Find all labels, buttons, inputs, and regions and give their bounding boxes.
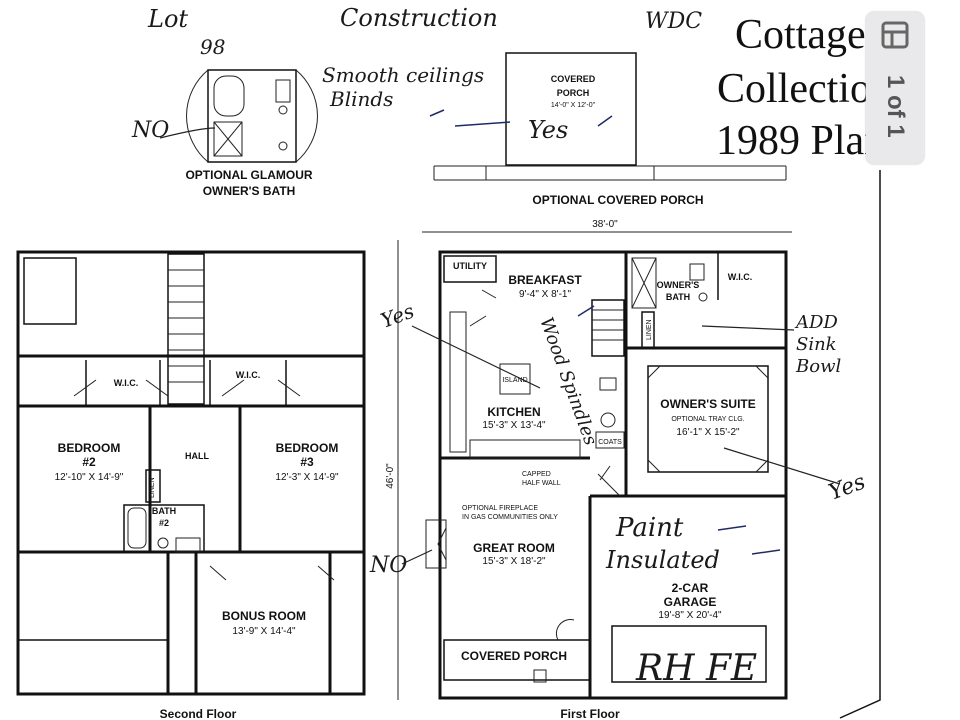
note-lot-number: 98 — [200, 35, 225, 59]
note-initials: WDC — [645, 9, 702, 34]
ff-half-wall: HALF WALL — [522, 480, 561, 487]
sf-bath2-num: #2 — [159, 518, 169, 528]
porch-room-dims: 14'-0" X 12'-0" — [551, 102, 596, 109]
optional-bath-label2: OWNER'S BATH — [203, 184, 296, 198]
ff-breakfast-dims: 9'-4" X 8'-1" — [519, 289, 572, 300]
ff-garage: 2-CAR — [672, 581, 709, 595]
note-no-bath: NO — [131, 118, 169, 143]
dimension-width: 38'-0" — [592, 219, 618, 230]
ff-island: ISLAND — [502, 377, 527, 384]
second-floor-plan — [16, 250, 366, 696]
note-lot: Lot — [147, 5, 188, 33]
ff-fireplace1: OPTIONAL FIREPLACE — [462, 505, 538, 512]
sf-bedroom3: BEDROOM — [276, 441, 339, 455]
ff-great-room: GREAT ROOM — [473, 541, 555, 555]
ff-owners-suite-dims: 16'-1" X 15'-2" — [676, 427, 740, 438]
note-add: ADD — [794, 312, 838, 333]
note-insulated: Insulated — [605, 546, 720, 574]
ff-owners-bath2: BATH — [666, 292, 690, 302]
dimension-depth: 46'-0" — [385, 463, 396, 489]
ff-kitchen-dims: 15'-3" X 13'-4" — [482, 420, 546, 431]
ff-owners-suite: OWNER'S SUITE — [660, 397, 756, 411]
sf-bonus: BONUS ROOM — [222, 609, 306, 623]
sf-bath2: BATH — [152, 506, 176, 516]
ff-kitchen: KITCHEN — [487, 405, 540, 419]
page-indicator-text: 1 of 1 — [882, 74, 909, 138]
note-yes-suite: Yes — [826, 470, 869, 506]
first-floor-label: First Floor — [560, 707, 620, 720]
note-yes-breakfast: Yes — [378, 299, 418, 333]
second-floor-label: Second Floor — [160, 707, 237, 720]
sf-bedroom3-dims: 12'-3" X 14'-9" — [275, 472, 339, 483]
ff-garage2: GARAGE — [664, 595, 717, 609]
note-paint: Paint — [615, 513, 684, 543]
title-line3: 1989 Plan — [716, 118, 885, 164]
ff-owners-bath: OWNER'S — [657, 280, 700, 290]
sf-bedroom2-dims: 12'-10" X 14'-9" — [55, 472, 124, 483]
note-smooth-ceilings: Smooth ceilings — [322, 63, 484, 87]
ff-tray: OPTIONAL TRAY CLG. — [671, 416, 744, 423]
note-no-fireplace: NO — [369, 553, 407, 578]
title-line2: Collection — [717, 66, 892, 112]
page-icon — [881, 21, 909, 49]
sf-wic-right: W.I.C. — [236, 370, 261, 380]
ff-breakfast: BREAKFAST — [508, 273, 582, 287]
note-bowl: Bowl — [795, 356, 841, 377]
porch-room-label2: PORCH — [557, 88, 590, 98]
note-blinds: Blinds — [329, 87, 393, 111]
ff-capped: CAPPED — [522, 471, 551, 478]
sf-bedroom2: BEDROOM — [58, 441, 121, 455]
ff-covered-porch: COVERED PORCH — [461, 649, 567, 663]
optional-porch-label: OPTIONAL COVERED PORCH — [532, 193, 703, 207]
sf-hall: HALL — [185, 451, 209, 461]
first-floor-plan — [425, 250, 788, 700]
sf-wic-left: W.I.C. — [114, 378, 139, 388]
ff-utility: UTILITY — [453, 261, 487, 271]
sf-bedroom2-num: #2 — [82, 455, 96, 469]
ff-garage-dims: 19'-8" X 20'-4" — [658, 610, 722, 621]
ff-fireplace2: IN GAS COMMUNITIES ONLY — [462, 514, 558, 521]
ff-linen: LINEN — [646, 319, 653, 340]
sf-bedroom3-num: #3 — [300, 455, 314, 469]
page-border — [839, 170, 881, 719]
note-construction: Construction — [340, 4, 498, 32]
ff-coats: COATS — [598, 439, 622, 446]
note-rh-fe: RH FE — [635, 648, 757, 689]
ff-wic: W.I.C. — [728, 272, 753, 282]
optional-bath-diagram — [186, 69, 318, 163]
note-yes-porch: Yes — [528, 116, 568, 144]
sf-bonus-dims: 13'-9" X 14'-4" — [232, 626, 296, 637]
optional-porch-diagram — [433, 52, 787, 181]
note-sink: Sink — [796, 334, 837, 355]
optional-bath-label1: OPTIONAL GLAMOUR — [185, 168, 312, 182]
page-indicator[interactable]: 1 of 1 — [866, 12, 924, 164]
sf-linen: LINEN — [149, 477, 156, 498]
ff-great-room-dims: 15'-3" X 18'-2" — [482, 556, 546, 567]
title-line1: Cottage — [735, 12, 866, 58]
porch-room-label: COVERED — [551, 74, 596, 84]
